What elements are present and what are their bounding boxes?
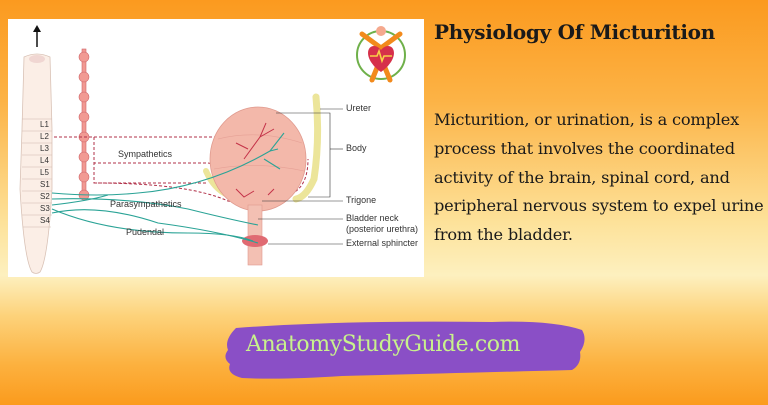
- segment-L5: L5: [40, 168, 49, 177]
- label-bladder-neck-sub: (posterior urethra): [346, 224, 419, 234]
- label-ureter: Ureter: [346, 103, 372, 113]
- segment-S1: S1: [40, 180, 50, 189]
- page-title: Physiology Of Micturition: [434, 20, 715, 44]
- label-sympathetics: Sympathetics: [118, 149, 173, 159]
- segment-L1: L1: [40, 120, 49, 129]
- label-bladder-neck: Bladder neck: [346, 213, 399, 223]
- label-pudendal: Pudendal: [126, 227, 165, 237]
- segment-L3: L3: [40, 144, 49, 153]
- label-trigone: Trigone: [346, 195, 377, 205]
- diagram-panel: L1 L2 L3 L4 L5 S1 S2 S3 S4 Ureter Body T…: [8, 19, 424, 277]
- description-text: Micturition, or urination, is a complex …: [434, 110, 764, 245]
- segment-S4: S4: [40, 216, 50, 225]
- spinal-cord: [19, 53, 53, 274]
- label-body: Body: [346, 143, 367, 153]
- bladder: [209, 106, 307, 212]
- micturition-diagram: L1 L2 L3 L4 L5 S1 S2 S3 S4: [19, 25, 343, 274]
- sympathetic-chain: [78, 48, 90, 201]
- segment-L2: L2: [40, 132, 49, 141]
- label-external-sphincter: External sphincter: [346, 238, 419, 248]
- brand-banner: AnatomyStudyGuide.com: [222, 318, 590, 382]
- segment-S2: S2: [40, 192, 50, 201]
- segment-S3: S3: [40, 204, 50, 213]
- segment-L4: L4: [40, 156, 49, 165]
- heart-health-icon: [356, 26, 406, 83]
- arrow-up-icon: [33, 25, 41, 47]
- brand-text[interactable]: AnatomyStudyGuide.com: [246, 332, 521, 357]
- brush-stroke-shape: [225, 321, 585, 379]
- label-parasympathetics: Parasympathetics: [110, 199, 182, 209]
